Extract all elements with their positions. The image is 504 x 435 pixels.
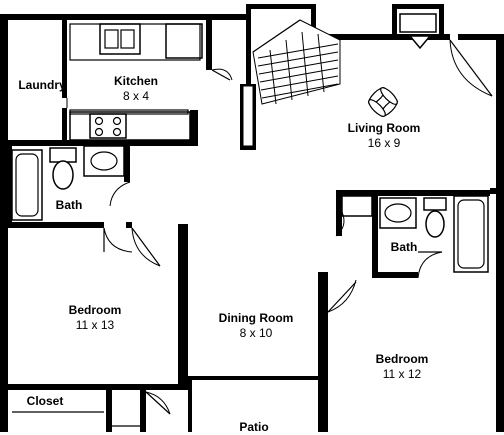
room-name: Laundry [18, 78, 66, 92]
room-name: Bedroom [68, 303, 122, 317]
bath1-fixtures [11, 145, 125, 221]
room-label-patio: Patio [239, 420, 268, 435]
ceiling-fan-icon [368, 87, 398, 117]
room-name: Dining Room [218, 311, 294, 325]
room-name: Living Room [347, 121, 421, 135]
room-name: Bath [390, 240, 418, 254]
stairs [252, 19, 341, 105]
room-dimensions: 8 x 4 [122, 89, 150, 103]
room-name: Bath [55, 198, 83, 212]
room-name: Kitchen [113, 74, 159, 88]
room-label-bedroom-1: Bedroom 11 x 13 [69, 303, 122, 333]
bath2-fixtures [341, 195, 489, 273]
room-dimensions: 16 x 9 [367, 136, 401, 150]
room-label-bath-1: Bath [56, 198, 83, 213]
fireplace [392, 4, 444, 50]
room-label-bedroom-2: Bedroom 11 x 12 [376, 352, 429, 382]
room-label-closet: Closet [27, 394, 64, 409]
room-label-laundry: Laundry [18, 78, 65, 93]
room-name: Bedroom [375, 352, 429, 366]
room-label-kitchen: Kitchen 8 x 4 [114, 74, 158, 104]
kitchen-fixtures [69, 23, 203, 141]
room-dimensions: 8 x 10 [239, 326, 273, 340]
door-swings [12, 39, 493, 427]
room-label-dining-room: Dining Room 8 x 10 [219, 311, 294, 341]
room-name: Closet [26, 394, 64, 408]
room-name: Patio [239, 420, 269, 434]
room-dimensions: 11 x 12 [382, 367, 422, 381]
room-label-living-room: Living Room 16 x 9 [348, 121, 421, 151]
walls [0, 4, 504, 432]
room-label-bath-2: Bath [391, 240, 418, 255]
room-dimensions: 11 x 13 [75, 318, 115, 332]
